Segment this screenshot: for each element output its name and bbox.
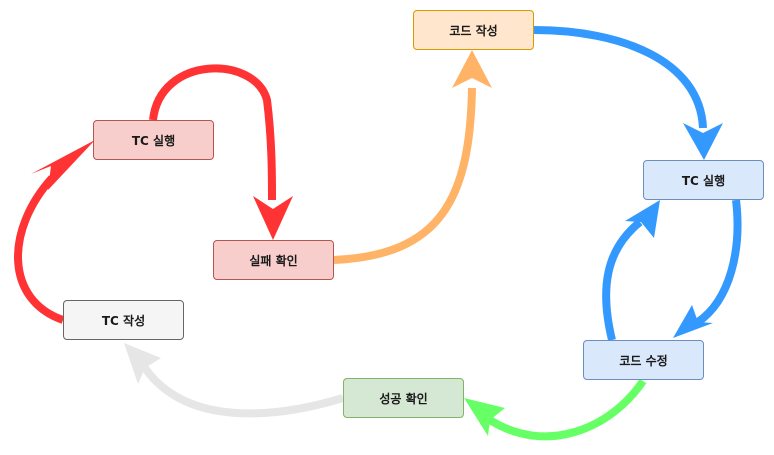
arrow-tc-run-to-fail-check <box>149 64 293 240</box>
node-label: TC 실행 <box>131 133 176 148</box>
node-tc-run-left[interactable]: TC 실행 <box>93 120 214 160</box>
arrow-code-fix-to-tc-run <box>602 200 660 341</box>
node-tc-write[interactable]: TC 작성 <box>63 300 184 340</box>
node-tc-run-right[interactable]: TC 실행 <box>643 160 764 200</box>
node-label: TC 실행 <box>681 173 726 188</box>
node-code-write[interactable]: 코드 작성 <box>413 10 534 50</box>
node-fail-check[interactable]: 실패 확인 <box>213 240 334 280</box>
arrow-fail-check-to-code-write <box>333 50 492 264</box>
node-label: TC 작성 <box>101 313 146 328</box>
arrow-code-fix-to-success-check <box>464 378 647 441</box>
arrow-tc-run-to-code-fix <box>673 199 742 338</box>
arrow-success-check-to-tc-write <box>124 343 345 418</box>
node-label: 성공 확인 <box>379 391 428 406</box>
arrow-code-write-to-tc-run <box>533 26 723 160</box>
node-label: 코드 작성 <box>449 23 498 38</box>
node-code-fix[interactable]: 코드 수정 <box>583 340 704 380</box>
arrow-tc-write-to-tc-run <box>14 140 95 324</box>
node-success-check[interactable]: 성공 확인 <box>343 378 464 418</box>
node-label: 코드 수정 <box>619 353 668 368</box>
node-label: 실패 확인 <box>249 253 298 268</box>
